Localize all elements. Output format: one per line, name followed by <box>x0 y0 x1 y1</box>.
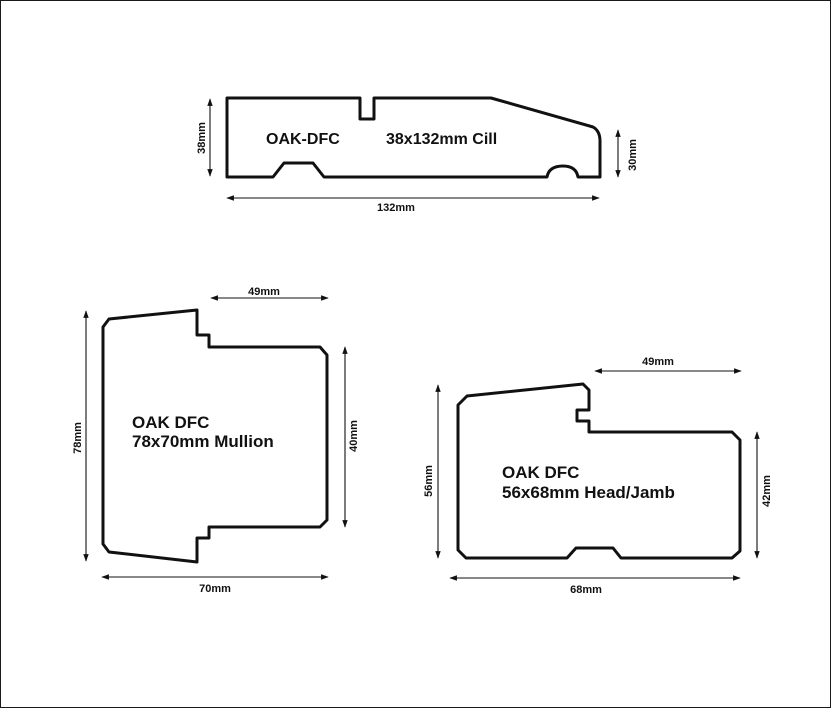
mullion-height-label: 78mm <box>72 422 84 454</box>
mullion-name: OAK DFC <box>132 413 209 432</box>
cill-spec: 38x132mm Cill <box>386 131 497 148</box>
head-jamb-spec: 56x68mm Head/Jamb <box>502 483 675 502</box>
cill-width-label: 132mm <box>377 202 415 214</box>
cill-profile-outline <box>225 96 602 179</box>
mullion-profile-group: 49mm 78mm 40mm 70mm OAK DFC 78x70mm Mull… <box>72 286 360 595</box>
cill-profile-group: 38mm 30mm 132mm OAK-DFC 38x132mm Cill <box>196 96 639 214</box>
head-jamb-height-label: 56mm <box>423 465 435 497</box>
head-jamb-profile-group: 49mm 56mm 42mm 68mm OAK DFC 56x68mm Head… <box>423 356 773 596</box>
cill-name: OAK-DFC <box>266 131 340 148</box>
head-jamb-inner-label: 42mm <box>761 475 773 507</box>
head-jamb-top-label: 49mm <box>642 356 674 368</box>
mullion-inner-label: 40mm <box>348 420 360 452</box>
head-jamb-width-label: 68mm <box>570 584 602 596</box>
cill-front-label: 30mm <box>627 139 639 171</box>
mullion-profile-outline <box>101 308 329 564</box>
head-jamb-name: OAK DFC <box>502 463 579 482</box>
head-jamb-profile-outline <box>456 382 742 560</box>
mullion-top-label: 49mm <box>248 286 280 298</box>
cill-height-label: 38mm <box>196 122 208 154</box>
mullion-spec: 78x70mm Mullion <box>132 432 274 451</box>
mullion-width-label: 70mm <box>199 583 231 595</box>
